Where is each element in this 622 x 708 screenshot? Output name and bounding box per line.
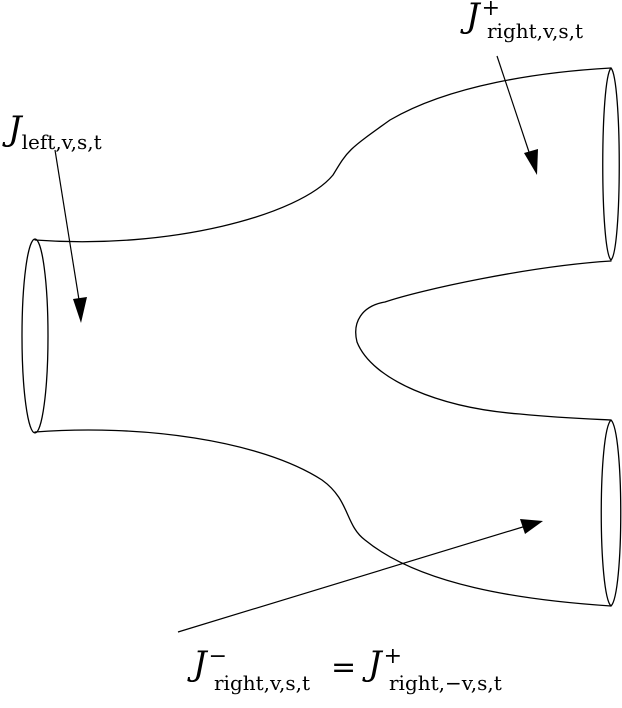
- arrow-right-plus-label: [496, 55, 532, 159]
- lower-right-boundary-circle: [600, 419, 622, 607]
- label-j-right-plus: J+: [460, 0, 500, 36]
- label-j-right-minus-rhs: J+: [362, 644, 402, 684]
- surface-inner-edge: [355, 260, 612, 421]
- surface-bottom-edge: [34, 429, 612, 607]
- label-j-left-sub: left,v,s,t: [22, 130, 102, 154]
- label-j-right-plus-base: J: [460, 0, 482, 36]
- upper-right-boundary-circle: [602, 67, 620, 261]
- label-j-right-minus-lhs-sup: −: [209, 644, 227, 669]
- arrow-left-head: [73, 297, 87, 323]
- left-boundary-circle: [21, 238, 49, 434]
- label-j-right-plus-sup: +: [482, 0, 500, 21]
- label-j-right-minus-lhs-base: J: [187, 644, 209, 684]
- label-j-right-minus-lhs: J−: [187, 644, 227, 684]
- label-j-left: Jleft,v,s,t: [2, 109, 102, 154]
- surface-top-edge: [34, 67, 612, 243]
- arrow-left-label: [54, 149, 81, 307]
- label-j-right-minus-equals: =: [331, 650, 356, 685]
- arrow-right-plus-head: [524, 149, 538, 175]
- label-j-right-minus-rhs-sup: +: [384, 644, 402, 669]
- label-j-right-minus-rhs-sub: right,−v,s,t: [389, 671, 502, 695]
- arrow-right-minus-head: [520, 519, 543, 534]
- arrow-right-minus-label: [177, 525, 527, 633]
- label-j-left-base: J: [2, 109, 24, 149]
- label-j-right-minus-lhs-sub: right,v,s,t: [214, 671, 310, 695]
- label-j-right-plus-sub: right,v,s,t: [487, 19, 583, 43]
- label-j-right-minus-rhs-base: J: [362, 644, 384, 684]
